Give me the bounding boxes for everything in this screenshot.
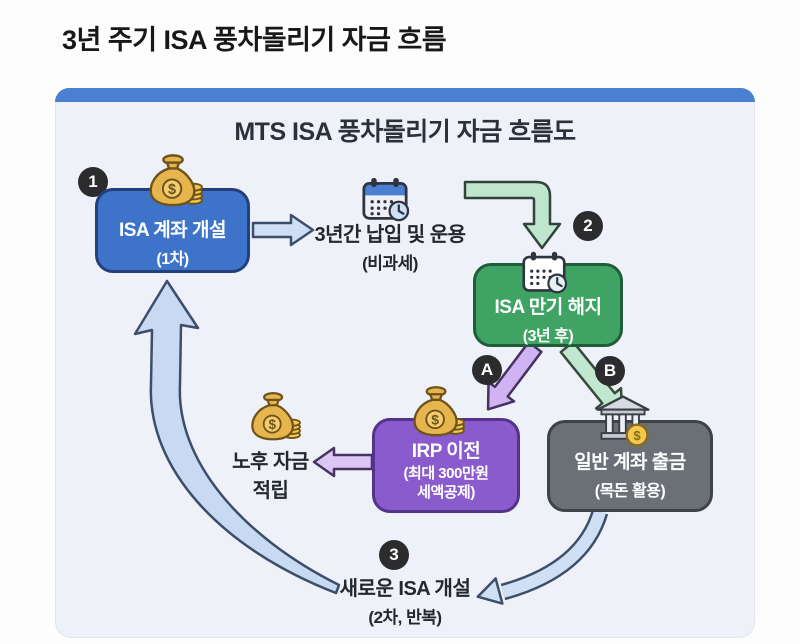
node-isa-open: ISA 계좌 개설 (1차) (95, 188, 250, 273)
label-deposit-subtitle: (비과세) (362, 254, 418, 273)
label-new-isa: 새로운 ISA 개설 (2차, 반복) (320, 572, 490, 628)
bank-coin-icon: $ (593, 393, 653, 447)
node-irp-subtitle-line1: (최대 300만원 (403, 465, 489, 482)
svg-text:$: $ (268, 417, 276, 432)
calendar-clock-icon (519, 250, 569, 294)
node-isa-open-title: ISA 계좌 개설 (119, 220, 226, 241)
step-badge-2: 2 (573, 211, 603, 241)
label-new-isa-subtitle: (2차, 반복) (368, 608, 442, 627)
branch-badge-a: A (472, 355, 502, 385)
label-retirement-line1: 노후 자금 (232, 451, 309, 473)
arrow-maturity-to-irp (486, 340, 543, 411)
arrow-withdraw-to-new-isa (500, 509, 609, 601)
arrow-irp-to-retirement (312, 446, 374, 478)
node-irp-title: IRP 이전 (411, 441, 481, 462)
label-deposit-step: 3년간 납입 및 운용 (비과세) (295, 218, 485, 274)
node-isa-maturity-subtitle: (3년 후) (522, 328, 574, 345)
arrow-deposit-to-maturity (463, 180, 562, 250)
arrow-open-to-deposit (251, 213, 315, 247)
diagram-panel: MTS ISA 풍차돌리기 자금 흐름도 1 2 A B 3 (55, 88, 755, 638)
svg-text:$: $ (431, 412, 439, 428)
branch-badge-b: B (595, 356, 625, 386)
arrow-cycle-return (133, 279, 341, 595)
svg-text:$: $ (168, 182, 176, 198)
panel-header-bar (55, 88, 755, 102)
node-isa-maturity-title: ISA 만기 해지 (494, 297, 602, 318)
step-badge-3: 3 (379, 540, 409, 570)
node-isa-open-subtitle: (1차) (156, 251, 189, 268)
money-bag-icon: $ (245, 390, 303, 442)
money-bag-icon: $ (143, 152, 205, 208)
node-withdraw-subtitle: (목돈 활용) (594, 483, 666, 500)
node-irp-subtitle-line2: 세액공제) (417, 483, 475, 501)
label-deposit-title: 3년간 납입 및 운용 (314, 224, 466, 246)
label-new-isa-title: 새로운 ISA 개설 (339, 578, 471, 600)
label-retirement-line2: 적립 (252, 480, 289, 502)
page-title: 3년 주기 ISA 풍차돌리기 자금 흐름 (62, 25, 447, 55)
money-bag-icon: $ (407, 384, 467, 438)
svg-text:$: $ (633, 428, 641, 443)
node-withdraw-title: 일반 계좌 출금 (574, 452, 686, 473)
calendar-clock-icon (359, 176, 411, 222)
label-retirement-fund: 노후 자금 적립 (213, 445, 328, 503)
diagram-title: MTS ISA 풍차돌리기 자금 흐름도 (234, 118, 576, 146)
